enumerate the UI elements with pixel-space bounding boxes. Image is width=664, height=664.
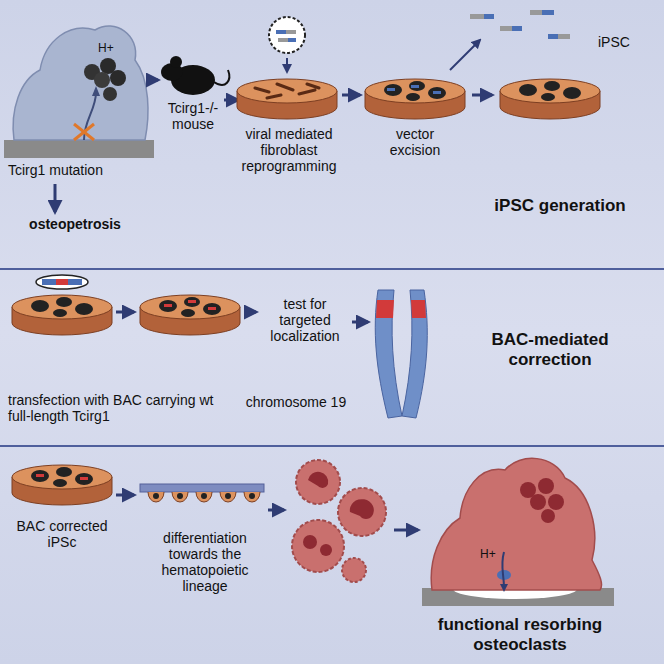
arrow xyxy=(244,311,256,314)
culture-dish xyxy=(500,79,600,119)
culture-dish xyxy=(237,79,337,119)
label-text: Tcirg1 mutation xyxy=(8,162,158,178)
label-text: vector excision xyxy=(378,126,452,158)
arrow xyxy=(146,79,158,82)
vector-fragments xyxy=(450,10,570,70)
label-text: iPSC xyxy=(598,34,648,50)
label-text: H+ xyxy=(480,546,510,562)
arrow xyxy=(224,99,238,102)
well-tray xyxy=(140,484,264,502)
culture-dish xyxy=(365,79,465,119)
hematopoietic-cells xyxy=(292,460,386,582)
arrow xyxy=(286,58,288,72)
label-text: H+ xyxy=(98,40,128,56)
mouse xyxy=(161,56,229,95)
arrow xyxy=(116,311,134,314)
osteoclast-functional xyxy=(422,458,614,606)
bac-plasmid xyxy=(36,275,88,289)
panel-band: functional resorbing osteoclasts xyxy=(0,445,664,664)
arrow xyxy=(342,94,360,97)
culture-dish xyxy=(140,295,240,335)
panel-heading: functional resorbing osteoclasts xyxy=(420,615,620,655)
label-text: BAC corrected iPSc xyxy=(14,518,110,550)
osteoclast-defective xyxy=(4,26,154,158)
arrow xyxy=(54,184,57,212)
label-text: chromosome 19 xyxy=(228,394,364,410)
arrow xyxy=(116,494,134,497)
label-text: osteopetrosis xyxy=(10,216,140,232)
culture-dish xyxy=(12,295,112,335)
label-text: viral mediated fibroblast reprogramming xyxy=(230,126,348,174)
arrow xyxy=(352,321,368,324)
arrow xyxy=(394,529,418,532)
label-text: Tcirg1-/- mouse xyxy=(150,100,236,132)
label-text: test for targeted localization xyxy=(258,296,352,344)
arrow xyxy=(472,94,492,97)
label-text: transfection with BAC carrying wt full-l… xyxy=(8,392,228,424)
culture-dish xyxy=(12,465,112,505)
panel-heading: BAC-mediated correction xyxy=(470,330,630,370)
chromosome xyxy=(375,290,427,418)
arrow xyxy=(268,509,284,512)
label-text: differentiation towards the hematopoieti… xyxy=(138,530,272,594)
virus xyxy=(269,17,305,53)
panel-heading: iPSC generation xyxy=(485,196,635,216)
